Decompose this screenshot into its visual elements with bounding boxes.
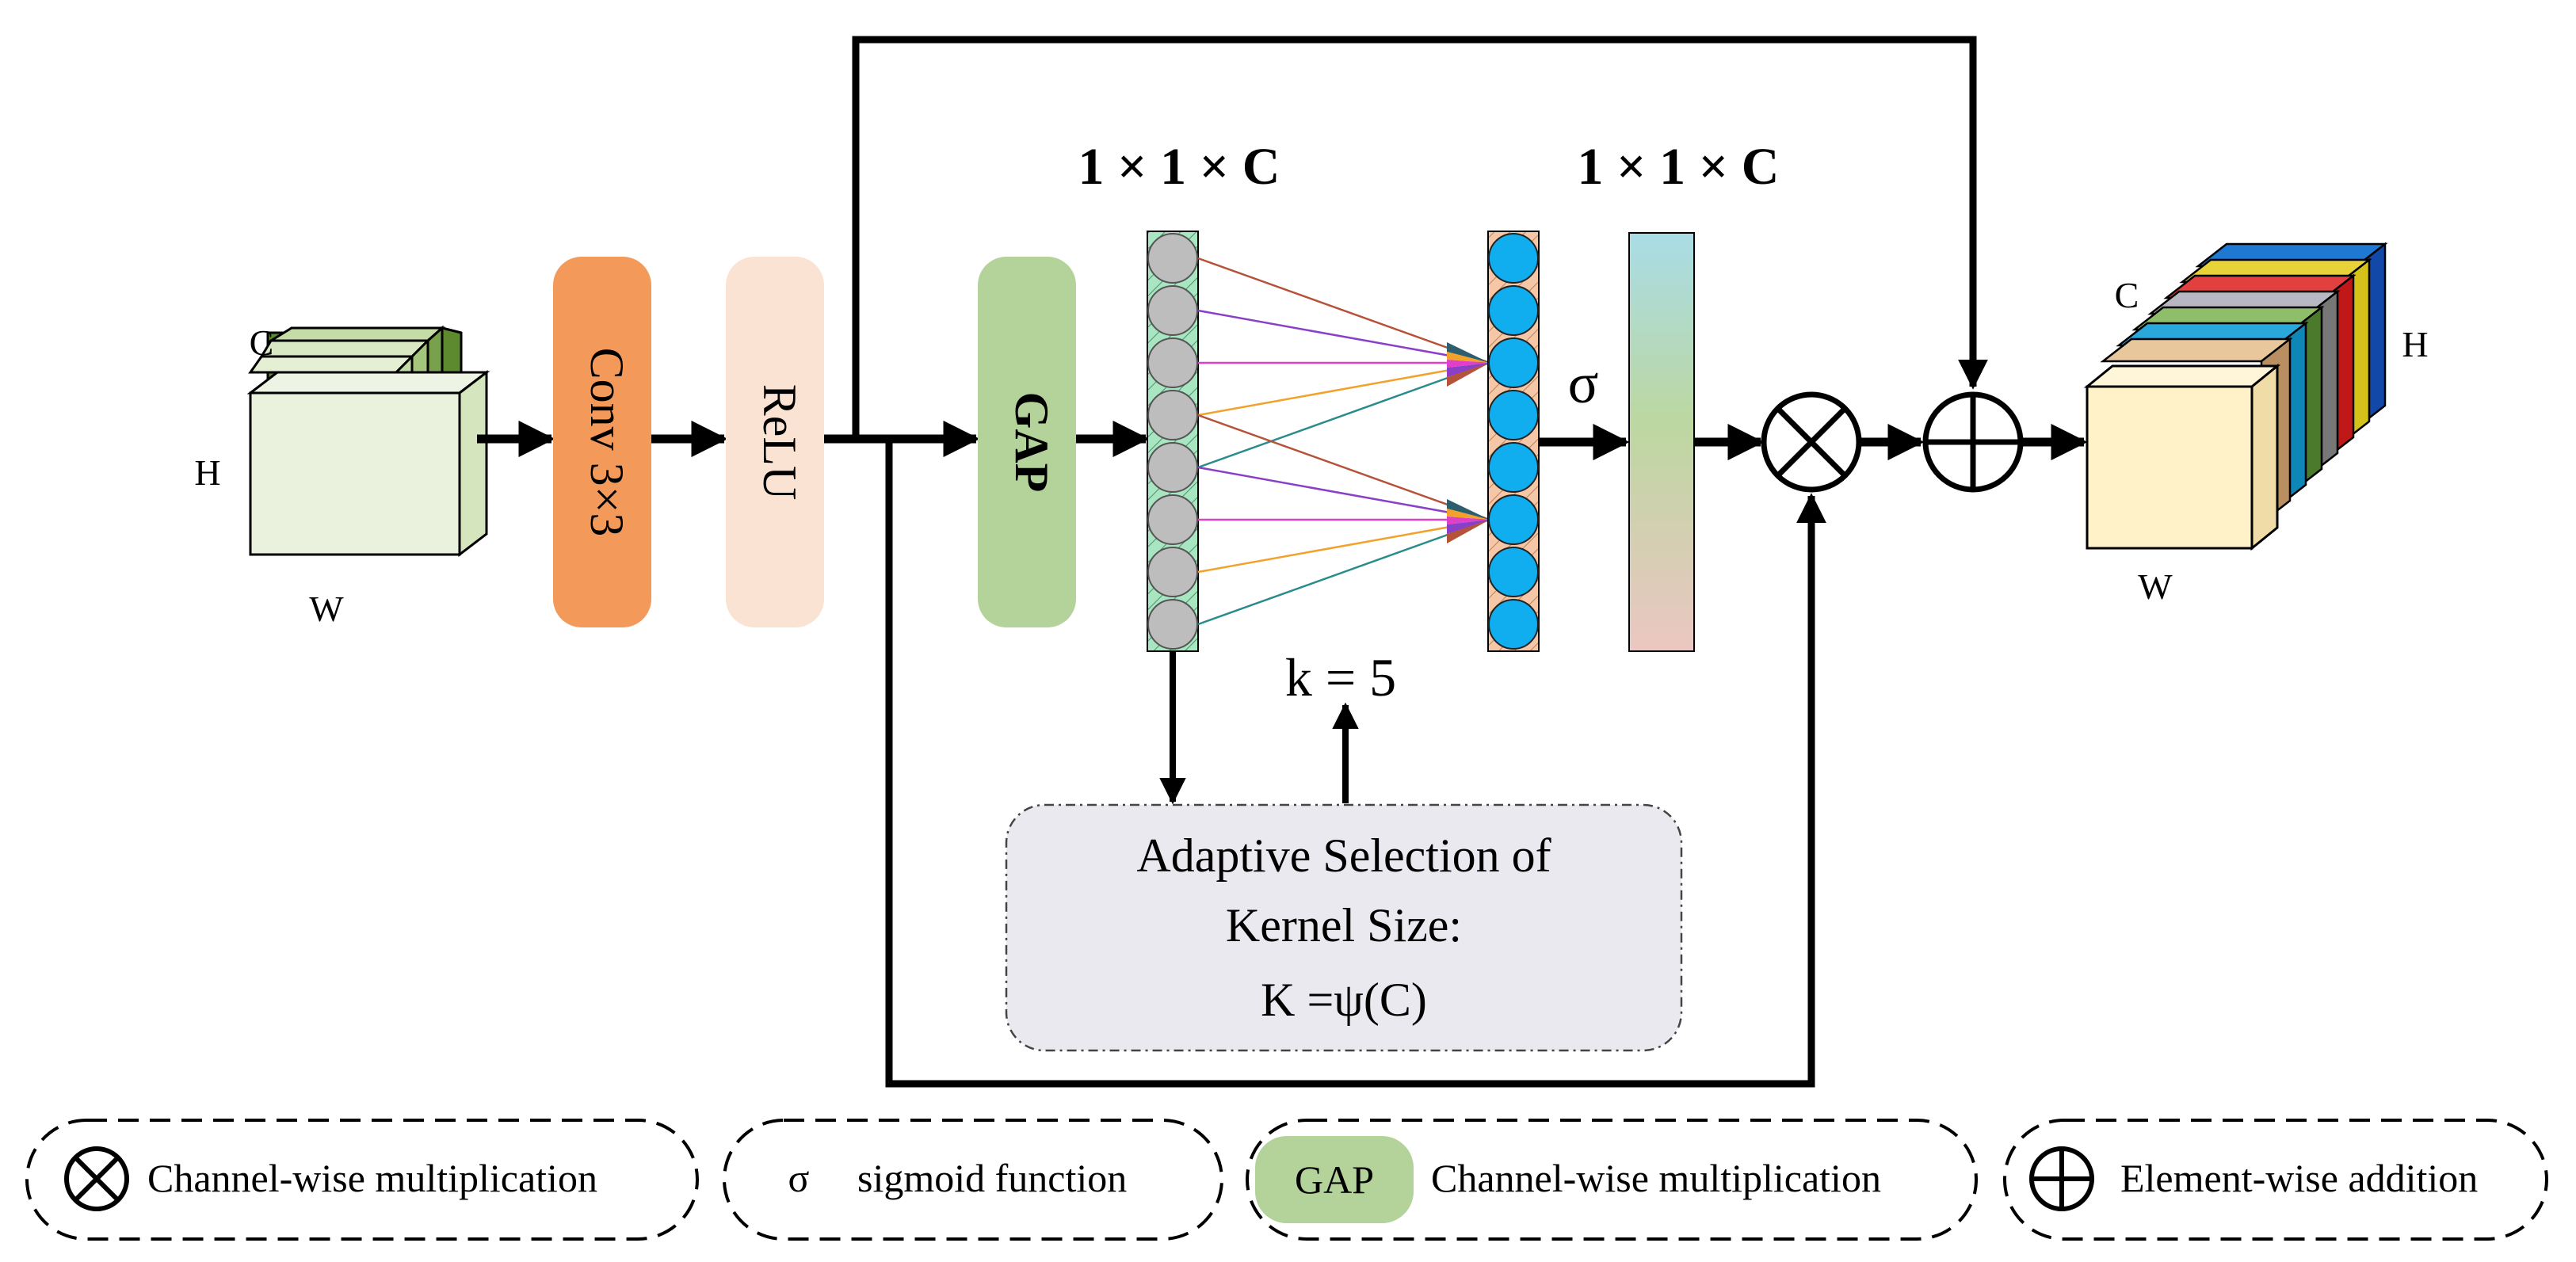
kernel-connections <box>1197 257 1490 626</box>
kernel-connection-line <box>1197 466 1490 521</box>
relu-label: ReLU <box>754 384 806 501</box>
kernel-fan-segment <box>1447 342 1490 363</box>
legend: Channel-wise multiplication σ sigmoid fu… <box>25 1119 2548 1241</box>
conv3x3-label: Conv 3×3 <box>581 348 633 537</box>
kernel-connection-line <box>1197 518 1490 574</box>
conv1d-node <box>1488 547 1539 597</box>
legend-gap-text: Channel-wise multiplication <box>1431 1156 1881 1200</box>
pooled-node <box>1147 337 1198 388</box>
conv1d-output-nodes <box>1488 233 1539 650</box>
adaptive-line3: K =ψ(C) <box>1261 974 1427 1026</box>
legend-add-text: Element-wise addition <box>2120 1156 2478 1200</box>
input-label-h: H <box>194 452 220 493</box>
legend-box-sigmoid <box>723 1119 1223 1241</box>
output-label-w: W <box>2138 566 2173 607</box>
conv3x3-block <box>553 257 651 627</box>
kernel-fan-segment <box>1447 360 1490 368</box>
shape-label-before: 1 × 1 × C <box>1078 138 1280 196</box>
conv1d-node <box>1488 390 1539 440</box>
relu-block <box>726 257 824 627</box>
gap-block <box>978 257 1076 627</box>
legend-multiply-icon <box>64 1146 129 1211</box>
shape-label-after: 1 × 1 × C <box>1578 138 1780 196</box>
legend-gap-chip <box>1255 1136 1414 1223</box>
output-feature-map <box>2083 242 2388 551</box>
adaptive-line2: Kernel Size: <box>1226 899 1462 951</box>
legend-box-add <box>2003 1119 2548 1241</box>
conv1d-node <box>1488 442 1539 493</box>
legend-add-icon <box>2029 1146 2094 1211</box>
output-label-h: H <box>2402 324 2428 364</box>
conv1d-node <box>1488 599 1539 650</box>
conv1d-node <box>1488 494 1539 545</box>
legend-multiply-text: Channel-wise multiplication <box>147 1156 597 1200</box>
skip-connection-bottom <box>885 439 1826 1088</box>
kernel-fan-segment <box>1447 363 1490 387</box>
kernel-connection-line <box>1197 257 1490 364</box>
output-slice-top <box>2100 337 2293 363</box>
pooled-node <box>1147 494 1198 545</box>
input-label-w: W <box>309 589 344 629</box>
kernel-fan-segment <box>1447 517 1490 524</box>
gap-label: GAP <box>1006 392 1058 493</box>
pooled-node <box>1147 442 1198 493</box>
legend-box-multiply <box>25 1119 699 1241</box>
pooled-node <box>1147 285 1198 336</box>
kernel-connection-line <box>1197 518 1490 626</box>
multiply-operator <box>1761 391 1862 493</box>
pooled-node <box>1147 233 1198 284</box>
output-front-side <box>2250 363 2279 551</box>
kernel-connection-line <box>1197 361 1490 469</box>
adaptive-kernel-box <box>1005 803 1683 1052</box>
legend-sigmoid-text: sigmoid function <box>857 1156 1127 1200</box>
add-operator <box>1922 391 2024 493</box>
output-front-top <box>2083 364 2281 388</box>
input-label-c: C <box>250 322 274 363</box>
kernel-fan-segment <box>1447 352 1490 363</box>
kernel-connection-line <box>1197 414 1490 521</box>
legend-box-gap <box>1246 1119 1978 1241</box>
legend-gap-symbol: GAP <box>1295 1157 1374 1202</box>
input-feature-map <box>246 325 490 558</box>
kernel-fan-segment <box>1447 499 1490 520</box>
pooled-node <box>1147 390 1198 440</box>
kernel-connection-line <box>1197 361 1490 417</box>
kernel-fan-segment <box>1447 509 1490 520</box>
pooled-node <box>1147 547 1198 597</box>
kernel-fan-segment <box>1447 520 1490 543</box>
output-label-c: C <box>2115 275 2139 315</box>
conv1d-node <box>1488 337 1539 388</box>
adaptive-line1: Adaptive Selection of <box>1136 829 1551 882</box>
attention-weights-bar <box>1628 232 1695 652</box>
kernel-connection-line <box>1197 309 1490 364</box>
legend-sigmoid-symbol: σ <box>788 1156 810 1200</box>
conv1d-node <box>1488 233 1539 284</box>
sigmoid-symbol: σ <box>1568 352 1599 415</box>
output-front-face <box>2086 385 2254 550</box>
conv1d-node <box>1488 285 1539 336</box>
kernel-size-label: k = 5 <box>1285 647 1396 707</box>
skip-connection-top <box>852 36 1988 439</box>
pooled-node <box>1147 599 1198 650</box>
pooled-vector-nodes <box>1147 233 1198 650</box>
kernel-fan-arrows <box>1447 342 1490 543</box>
